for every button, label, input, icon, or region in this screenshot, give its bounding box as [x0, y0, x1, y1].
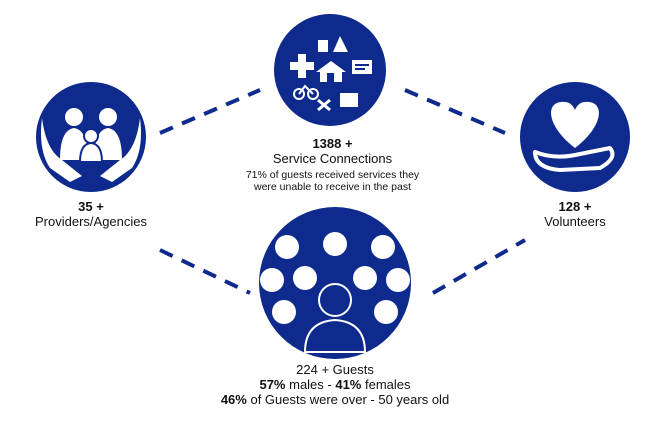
bicycle-icon	[293, 84, 319, 100]
id-card-icon	[352, 60, 372, 74]
guests-block: 224 + Guests 57% males - 41% females 46%…	[200, 362, 470, 408]
services-note-line1: 71% of guests received services they	[245, 168, 420, 181]
tools-icon	[317, 98, 331, 112]
services-label: Service Connections	[272, 150, 393, 166]
guests-count-label: 224 + Guests	[296, 362, 374, 377]
services-count: 1388 +	[312, 136, 353, 151]
crowd-icon	[259, 207, 411, 359]
medical-cross-icon	[290, 54, 314, 78]
providers-label: Providers/Agencies	[35, 213, 147, 229]
guests-females-pct: 41%	[335, 376, 362, 392]
connector-providers-services	[159, 88, 261, 135]
volunteers-label: Volunteers	[544, 213, 606, 229]
guests-over-text: of Guests were over - 50 years old	[246, 391, 450, 407]
services-note-line2: were unable to receive in the past	[253, 180, 411, 193]
guests-gender-line: 57% males - 41% females	[200, 376, 470, 393]
volunteers-count: 128 +	[558, 199, 592, 214]
heart-in-hand-icon	[520, 82, 630, 192]
guests-over-pct: 46%	[220, 391, 247, 407]
tent-icon	[333, 36, 348, 52]
services-collage-icon	[274, 14, 386, 126]
family-in-hands-icon	[36, 82, 146, 192]
connectors	[159, 88, 526, 295]
providers-block: 35 + Providers/Agencies	[20, 199, 162, 230]
volunteers-block: 128 + Volunteers	[520, 199, 630, 230]
connector-services-volunteers	[404, 88, 506, 135]
guests-females-text: females	[361, 376, 411, 392]
providers-count: 35 +	[78, 199, 104, 214]
guests-males-pct: 57%	[259, 376, 286, 392]
pet-icon	[340, 93, 358, 107]
connector-providers-guests	[159, 248, 251, 295]
bottle-icon	[318, 40, 328, 52]
guests-age-line: 46% of Guests were over - 50 years old	[200, 391, 470, 408]
house-icon	[316, 61, 346, 82]
connector-guests-volunteers	[432, 238, 526, 295]
guests-males-text: males -	[285, 376, 336, 392]
services-block: 1388 + Service Connections 71% of guests…	[215, 136, 450, 193]
